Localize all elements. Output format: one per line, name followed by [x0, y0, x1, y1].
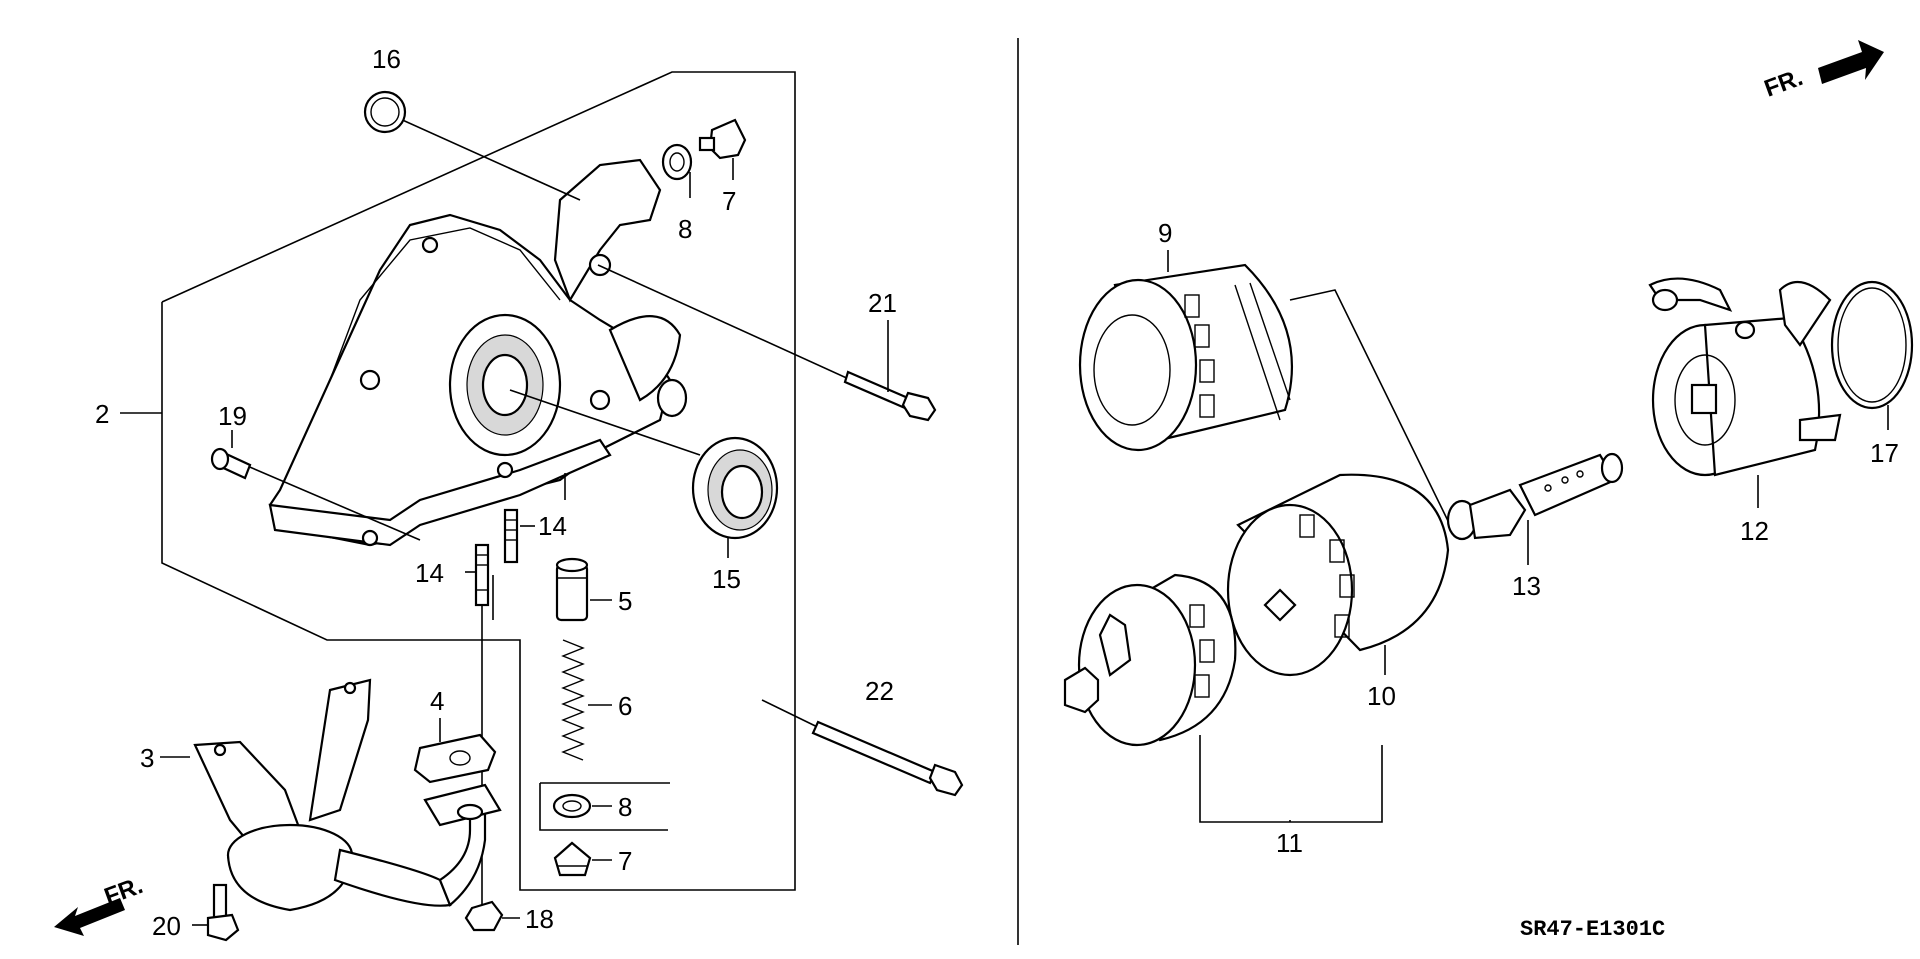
stud-14a [503, 508, 519, 564]
bolt-20 [206, 883, 240, 942]
nut-18 [464, 900, 504, 932]
callout-10: 10 [1367, 681, 1396, 711]
fitting-bolt-13 [1446, 452, 1624, 541]
oil-filter-10 [1226, 473, 1450, 677]
callout-19: 19 [218, 401, 247, 431]
washer-8-bottom [552, 793, 592, 819]
callout-9: 9 [1158, 218, 1172, 248]
callout-7-top: 7 [722, 186, 736, 216]
strainer-3 [193, 678, 502, 912]
callout-3: 3 [140, 743, 154, 773]
front-label-left: FR. [101, 872, 147, 911]
o-ring-17 [1830, 280, 1914, 410]
callout-20: 20 [152, 911, 181, 941]
leader-21 [597, 264, 863, 386]
callout-8-top: 8 [678, 214, 692, 244]
callout-2: 2 [95, 399, 109, 429]
group-bracket [161, 71, 796, 891]
callout-7-bottom: 7 [618, 846, 632, 876]
leader-16 [397, 117, 581, 201]
callout-15: 15 [712, 564, 741, 594]
stud-14b [474, 543, 490, 607]
bolt-21 [843, 370, 937, 422]
callout-21: 21 [868, 288, 897, 318]
bracket-11 [1199, 735, 1383, 823]
callout-8-bottom: 8 [618, 792, 632, 822]
washer-box [539, 783, 668, 831]
front-label-right: FR. [1761, 64, 1807, 103]
o-ring-16 [363, 90, 407, 134]
callout-5: 5 [618, 586, 632, 616]
dowel-pin-19 [210, 447, 252, 480]
callout-4: 4 [430, 686, 444, 716]
leader-15 [509, 389, 701, 456]
callout-14-b: 14 [415, 558, 444, 588]
leader-19 [244, 464, 421, 541]
callout-22: 22 [865, 676, 894, 706]
relief-valve-5 [555, 557, 589, 622]
oil-pump-body [268, 158, 688, 547]
callout-13: 13 [1512, 571, 1541, 601]
callout-11: 11 [1276, 828, 1303, 858]
diagram-code: SR47-E1301C [1520, 917, 1665, 942]
plug-7-bottom [553, 841, 592, 877]
leader-9-13 [1289, 289, 1451, 526]
washer-8-top [661, 143, 693, 181]
oil-cooler-12 [1648, 277, 1842, 477]
callout-6: 6 [618, 691, 632, 721]
front-arrow-right-icon [1818, 40, 1884, 84]
callout-16: 16 [372, 44, 401, 74]
callout-18: 18 [525, 904, 554, 934]
callout-17: 17 [1870, 438, 1899, 468]
spring-6 [561, 639, 585, 761]
oil-filter-11 [1063, 573, 1237, 747]
gasket-4 [413, 733, 497, 784]
callout-14-a: 14 [538, 511, 567, 541]
plug-7-top [698, 118, 747, 160]
front-arrow-left-icon [54, 898, 125, 936]
callout-12: 12 [1740, 516, 1769, 546]
oil-filter-9 [1078, 263, 1293, 452]
bolt-22 [811, 720, 964, 797]
oil-seal-15 [691, 436, 779, 540]
